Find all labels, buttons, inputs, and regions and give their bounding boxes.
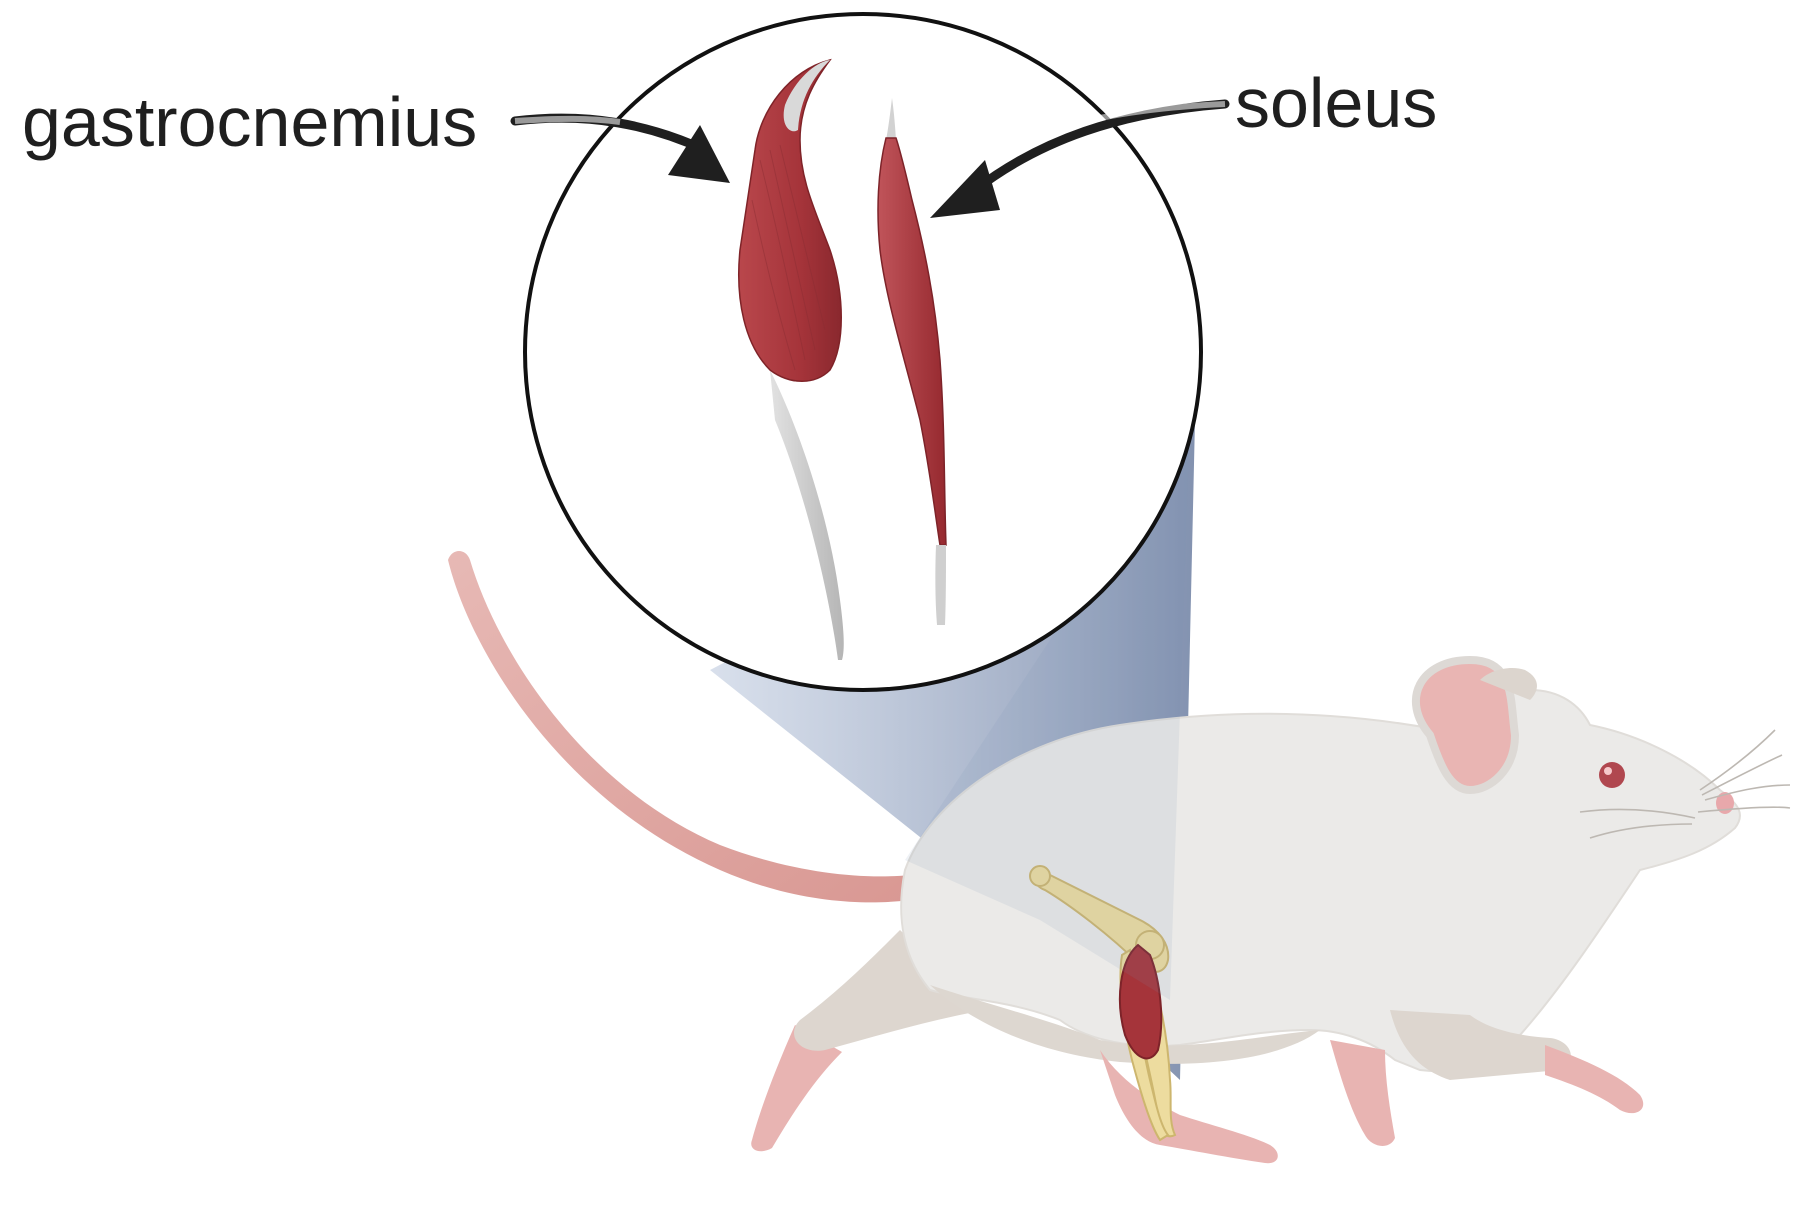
mouse-hind-near-leg	[1100, 1050, 1278, 1164]
gastrocnemius-muscle	[738, 58, 844, 660]
mouse-eye-highlight	[1604, 767, 1612, 775]
mouse-front-foot	[1545, 1045, 1644, 1114]
mouse-ear	[1411, 655, 1520, 795]
gastrocnemius-top-tendon	[783, 60, 830, 132]
soleus-muscle	[877, 98, 947, 625]
arrow-icon-soleus	[930, 99, 1230, 218]
label-soleus: soleus	[1235, 64, 1437, 142]
arrow-icon-gastrocnemius	[510, 113, 730, 183]
mouse-front-leg	[1390, 1010, 1571, 1080]
leg-muscle	[1118, 943, 1163, 1060]
mouse-tail	[448, 551, 910, 903]
gastrocnemius-tendon	[770, 370, 844, 660]
mouse-illustration	[751, 655, 1791, 1164]
mouse-front-near-leg	[1330, 1040, 1395, 1146]
mouse-back-foot	[751, 1025, 842, 1152]
soleus-tendon	[935, 545, 946, 625]
soleus-top-tendon	[886, 98, 896, 140]
mouse-body	[900, 688, 1741, 1073]
mouse-belly-shade	[930, 985, 1320, 1064]
mouse-eye	[1599, 762, 1625, 788]
mouse-back-ear	[1480, 668, 1537, 700]
mouse-back-leg	[794, 930, 985, 1051]
magnifier-circle	[523, 12, 1203, 692]
gastrocnemius-belly	[738, 58, 842, 382]
label-gastrocnemius: gastrocnemius	[22, 83, 477, 161]
mouse-whiskers	[1579, 729, 1791, 839]
